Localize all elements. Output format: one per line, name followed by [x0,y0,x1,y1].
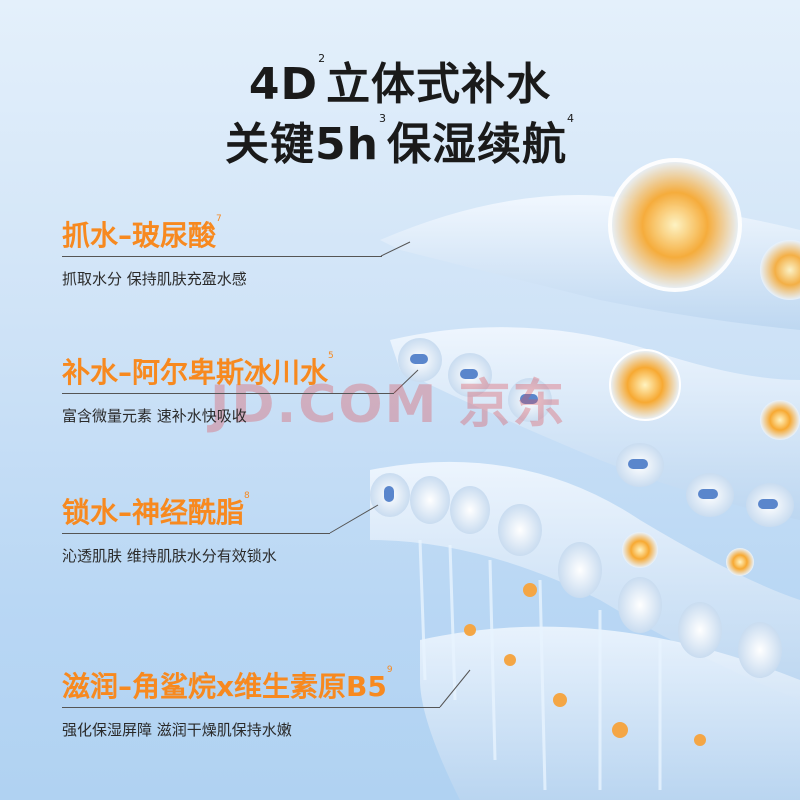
feature-desc: 抓取水分 保持肌肤充盈水感 [62,270,247,288]
feature-desc: 强化保湿屏障 滋润干燥肌保持水嫩 [62,721,292,739]
divider [62,707,440,708]
layer-4 [420,626,800,800]
feature-heading: 补水–阿尔卑斯冰川水5 [62,351,334,389]
feature-heading: 滋润–角鲨烷x维生素原B59 [62,665,393,703]
water-strands [418,539,662,791]
connector-lines [329,241,471,708]
feature-heading: 锁水–神经酰脂8 [62,491,250,529]
divider [62,393,394,394]
feature-glacier-water: 补水–阿尔卑斯冰川水5 富含微量元素 速补水快吸收 [62,351,334,426]
watermark: JD.COM 京东 [210,375,567,435]
feature-hyaluronic: 抓水–玻尿酸7 抓取水分 保持肌肤充盈水感 [62,214,247,289]
layer-2 [390,327,800,520]
feature-squalane-b5: 滋润–角鲨烷x维生素原B59 强化保湿屏障 滋润干燥肌保持水嫩 [62,665,393,740]
divider [62,533,330,534]
cells [370,338,794,678]
feature-ceramide: 锁水–神经酰脂8 沁透肌肤 维持肌肤水分有效锁水 [62,491,277,566]
page-title-line-2: 关键5h3保湿续航4 [225,112,575,170]
feature-desc: 沁透肌肤 维持肌肤水分有效锁水 [62,547,277,565]
feature-heading: 抓水–玻尿酸7 [62,214,222,252]
divider [62,256,382,257]
feature-desc: 富含微量元素 速补水快吸收 [62,407,247,425]
page-title-line-1: 4D2立体式补水 [248,52,552,110]
hyaluronic-orbs [464,158,800,746]
